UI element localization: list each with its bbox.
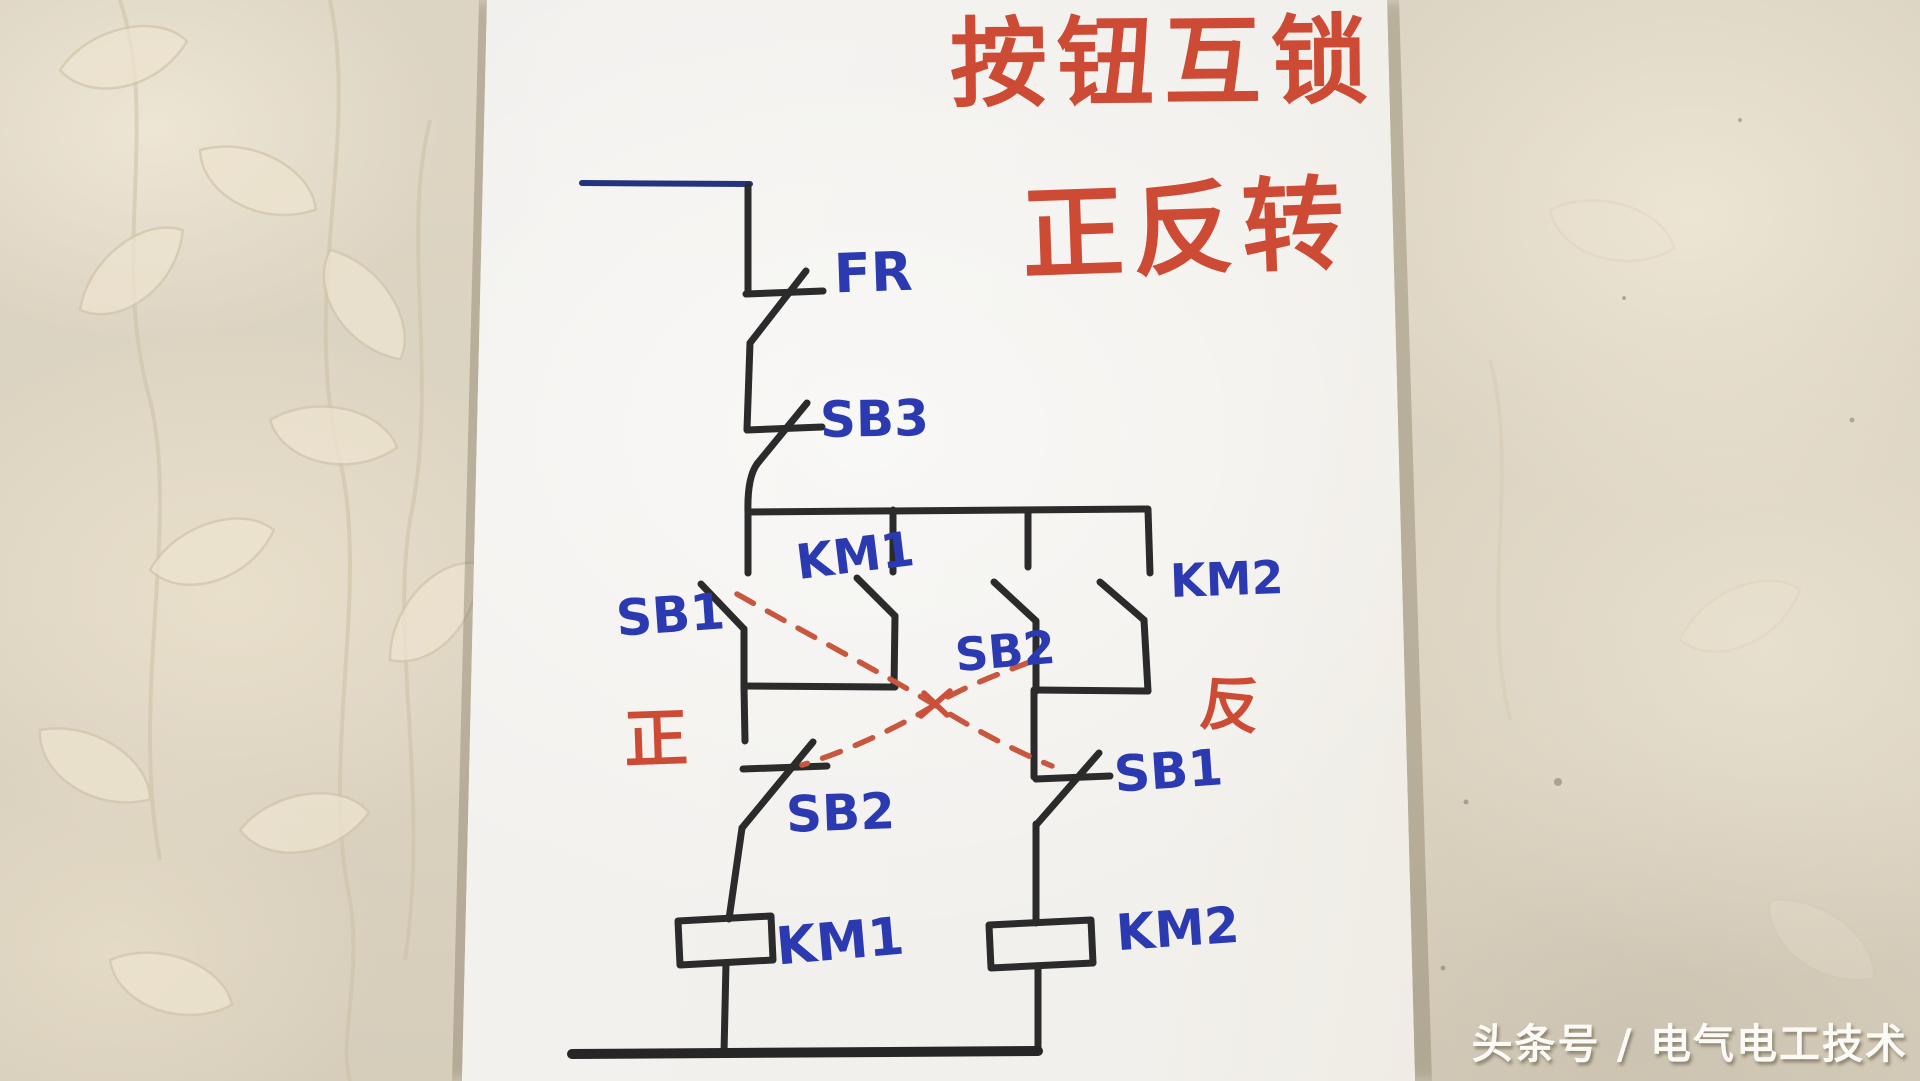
sb1-forward-button-symbol [697,508,752,691]
top-bus-wire [744,505,1152,516]
interlock-cross-mark [918,688,953,719]
sb3-label: SB3 [819,389,930,449]
interlock-link-sb1-dashed [734,591,1055,769]
km2-coil-symbol [985,916,1097,1056]
title-forward-reverse: 正反转 [1020,165,1354,296]
floral-branches [118,0,1512,1081]
sb2-reverse-button-symbol [990,506,1040,695]
km2-coil-label: KM2 [1114,895,1242,963]
reverse-mark-label: 反 [1196,668,1264,744]
left-branch-drop-wire [740,683,749,745]
wallpaper-specks [1440,118,1855,1039]
km1-coil-label: KM1 [773,906,907,978]
km1-contact-label: KM1 [793,520,918,592]
forward-mark-label: 正 [622,701,690,779]
title-button-interlock: 按钮互锁 [949,4,1379,121]
watermark-text: 头条号 / 电气电工技术 [1471,1020,1908,1068]
sb2-reverse-button-label: SB2 [952,619,1058,683]
left-branch-join-wire [740,682,899,691]
km1-coil-symbol [674,912,777,1057]
fr-nc-contact [742,267,827,433]
sb3-stop-button-contact [743,399,826,517]
right-branch-join-wire [1032,686,1152,695]
bottom-bus-wire [567,1046,1043,1059]
supply-wire-blue [579,180,753,187]
sb1-interlock-right-label: SB1 [1112,738,1225,804]
km2-contact-label: KM2 [1169,550,1285,608]
sb2-interlock-left-label: SB2 [785,782,896,844]
fr-label: FR [832,239,914,306]
sb1-nc-interlock-right-symbol [1032,749,1114,927]
km2-aux-contact-symbol [1096,506,1154,695]
sb2-nc-interlock-left-symbol [725,738,831,923]
sb1-forward-button-label: SB1 [614,582,727,648]
floral-leaves [38,24,1875,1017]
km1-aux-contact-symbol [853,506,899,691]
